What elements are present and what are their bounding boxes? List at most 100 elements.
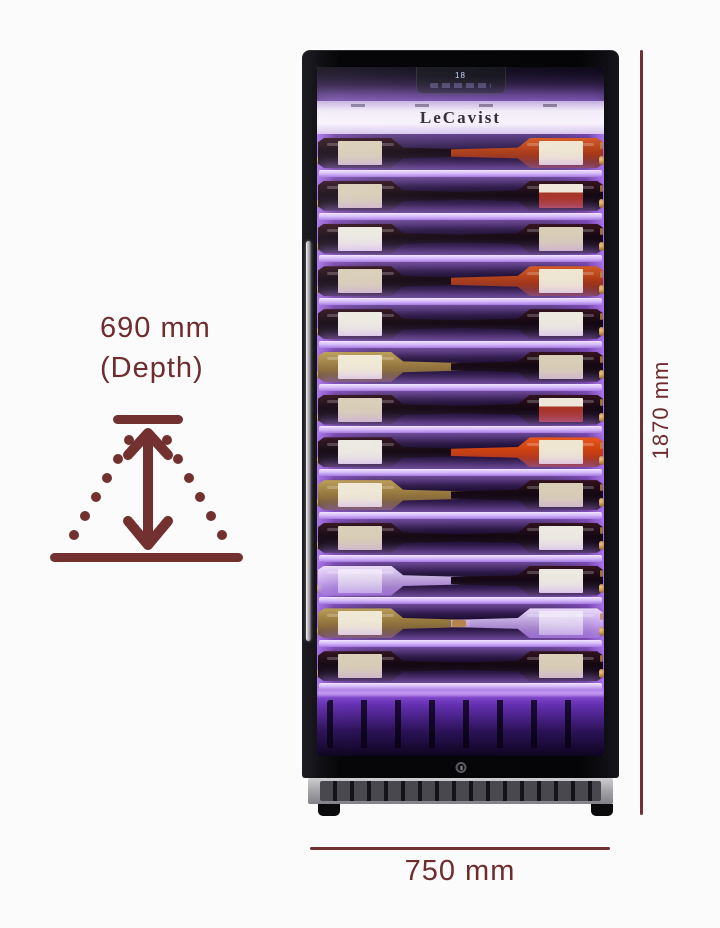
shelf-light-strip: [319, 426, 602, 434]
shelf-row: [317, 134, 604, 177]
wine-bottle-label: [539, 312, 584, 337]
shelf-row: [317, 305, 604, 348]
depth-double-arrow: [123, 428, 173, 550]
wine-bottle: [318, 565, 471, 596]
interior-top-vent: 18: [317, 67, 604, 101]
height-value-label: 1870 mm: [648, 360, 673, 460]
lock-icon: [455, 762, 466, 773]
wine-bottle-label: [337, 483, 382, 508]
shelf-row: [317, 262, 604, 306]
wine-bottle: [318, 309, 471, 340]
wine-bottle: [318, 522, 471, 553]
foot-right: [591, 804, 613, 816]
shelf-light-strip: [319, 469, 602, 477]
wine-bottle: [450, 266, 603, 297]
shelf-light-strip: [319, 255, 602, 263]
shelf-light-strip: [319, 169, 602, 177]
wine-bottle-label: [337, 226, 382, 251]
wine-bottle-label: [539, 440, 584, 465]
wine-bottle: [318, 223, 471, 254]
depth-arrow-icon: [50, 415, 243, 562]
shelf-light-strip: [319, 511, 602, 519]
shelf-light-strip: [319, 340, 602, 348]
floor-slats: [327, 700, 594, 748]
cooler-interior: 18 LeCavist: [317, 67, 604, 756]
cooler-door: 18 LeCavist: [302, 50, 619, 778]
wine-bottle-label: [337, 611, 382, 636]
shelf-light-strip: [319, 597, 602, 605]
height-dimension-line: [640, 50, 643, 815]
wine-bottle: [450, 394, 603, 425]
wine-bottle: [450, 351, 603, 382]
shelf-row: [317, 348, 604, 391]
wine-bottle-label: [539, 654, 584, 679]
shelf-row: [317, 433, 604, 477]
wine-bottle-label: [337, 269, 382, 294]
wine-bottle: [318, 180, 471, 211]
shelf-row: [317, 391, 604, 434]
wine-bottle: [318, 266, 471, 297]
wine-bottle-label: [337, 525, 382, 550]
wine-bottle-label: [337, 568, 382, 593]
wine-bottle-label: [337, 654, 382, 679]
shelf-row: [317, 177, 604, 220]
shelf-light-strip: [319, 640, 602, 648]
wine-bottle-label: [539, 568, 584, 593]
shelf-row: [317, 647, 604, 690]
shelf-light-strip: [319, 298, 602, 306]
wine-bottle: [318, 480, 471, 511]
depth-caption-label: (Depth): [100, 352, 204, 384]
wine-bottle-label: [539, 183, 584, 208]
wine-bottle: [318, 351, 471, 382]
width-dimension-line: [310, 847, 610, 850]
depth-dotted-sides: [69, 435, 227, 540]
wine-bottle: [450, 309, 603, 340]
wine-bottle-label: [337, 397, 382, 422]
wine-bottle-label: [539, 483, 584, 508]
wine-bottle-label: [539, 525, 584, 550]
control-buttons: [429, 83, 492, 88]
door-handle: [306, 241, 311, 641]
wine-bottle: [318, 608, 471, 639]
wine-bottle-label: [337, 141, 382, 165]
wine-bottle: [450, 223, 603, 254]
kick-plate: [308, 778, 613, 804]
vent-grille: [320, 781, 601, 801]
shelf-rows: [317, 134, 604, 690]
wine-bottle-label: [539, 269, 584, 294]
wine-bottle: [318, 651, 471, 682]
wine-bottle: [318, 437, 471, 468]
wine-bottle-label: [337, 312, 382, 337]
wine-bottle: [450, 138, 603, 168]
wine-bottle: [450, 480, 603, 511]
foot-left: [318, 804, 340, 816]
wine-bottle: [318, 394, 471, 425]
shelf-light-strip: [319, 212, 602, 220]
shelf-row: [317, 562, 604, 605]
door-glass: 18 LeCavist: [317, 67, 604, 756]
wine-bottle-label: [337, 183, 382, 208]
floor-rack: [317, 690, 604, 756]
wine-cooler-image: 18 LeCavist: [302, 50, 619, 816]
wine-bottle-label: [337, 354, 382, 379]
wine-bottle: [450, 522, 603, 553]
shelf-row: [317, 604, 604, 648]
wine-bottle-label: [539, 611, 584, 636]
wine-bottle-label: [539, 397, 584, 422]
shelf-row: [317, 519, 604, 562]
brand-logo: LeCavist: [419, 107, 502, 127]
wine-bottle: [450, 437, 603, 468]
brand-light-band: LeCavist: [317, 101, 604, 134]
shelf-row: [317, 476, 604, 519]
shelf-light-strip: [319, 682, 602, 690]
temperature-display: 18: [415, 67, 506, 94]
wine-bottle-label: [337, 440, 382, 465]
depth-value-label: 690 mm: [100, 312, 211, 344]
wine-bottle-label: [539, 354, 584, 379]
depth-icon-bars: [50, 415, 243, 562]
temperature-value: 18: [455, 71, 466, 80]
width-value-label: 750 mm: [404, 855, 516, 887]
shelf-light-strip: [319, 383, 602, 391]
shelf-light-strip: [319, 554, 602, 562]
